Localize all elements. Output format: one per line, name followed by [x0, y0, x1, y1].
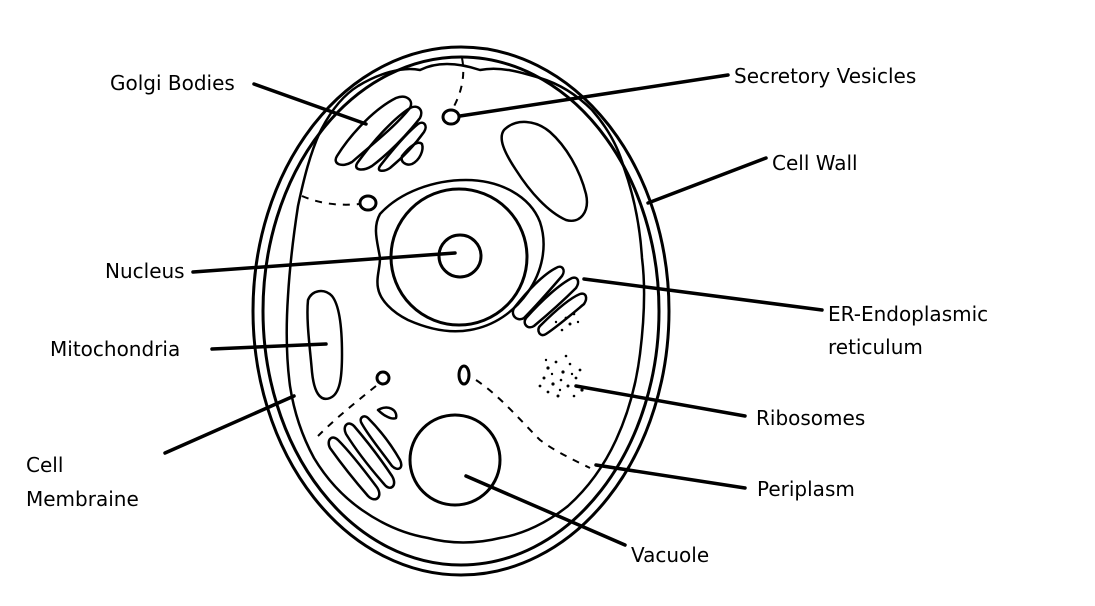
label-ribosomes: Ribosomes: [756, 406, 865, 430]
vesicle-4: [457, 364, 471, 386]
label-er-line2: reticulum: [828, 335, 923, 359]
golgi-bodies-lower: [327, 406, 403, 501]
label-periplasm: Periplasm: [757, 477, 855, 501]
leader-secretory: [458, 73, 730, 118]
vesicle-trails: [301, 57, 591, 469]
nucleolus: [437, 233, 483, 279]
vesicle-2: [358, 194, 378, 212]
cell-wall: [251, 45, 671, 577]
cell-wall-inner: [261, 55, 661, 567]
endoplasmic-reticulum: [511, 265, 588, 337]
vesicle-3: [375, 370, 391, 386]
leader-lines: [163, 73, 824, 547]
label-nucleus: Nucleus: [105, 259, 185, 283]
cell-wall-outer: [251, 45, 671, 577]
leader-membrane: [163, 394, 296, 455]
golgi-bodies: [334, 95, 427, 172]
label-er-line1: ER-Endoplasmic: [828, 302, 988, 326]
ribosomes: [538, 312, 584, 398]
leader-cell-wall: [646, 156, 768, 205]
leader-golgi: [252, 82, 368, 126]
mitochondria: [306, 289, 344, 401]
vesicle-sac: [500, 120, 589, 223]
label-mitochondria: Mitochondria: [50, 337, 180, 361]
label-membrane-line1: Cell: [26, 453, 63, 477]
leader-er: [582, 277, 824, 312]
vesicle-1: [441, 108, 461, 126]
leader-vacuole: [464, 474, 627, 547]
cell-membrane: [285, 62, 646, 544]
secretory-vesicles: [358, 108, 471, 386]
label-membrane-line2: Membraine: [26, 487, 139, 511]
labels: Golgi Bodies Secretory Vesicles Cell Wal…: [26, 64, 988, 567]
nuclear-envelope: [374, 178, 545, 333]
leader-nucleus: [191, 251, 457, 274]
label-golgi-bodies: Golgi Bodies: [110, 71, 235, 95]
label-cell-wall: Cell Wall: [772, 151, 858, 175]
label-secretory-vesicles: Secretory Vesicles: [734, 64, 916, 88]
leader-mitochondria: [210, 342, 328, 351]
vacuole: [408, 413, 502, 507]
leader-periplasm: [594, 463, 747, 490]
label-vacuole: Vacuole: [631, 543, 709, 567]
leader-ribosomes: [574, 384, 747, 418]
